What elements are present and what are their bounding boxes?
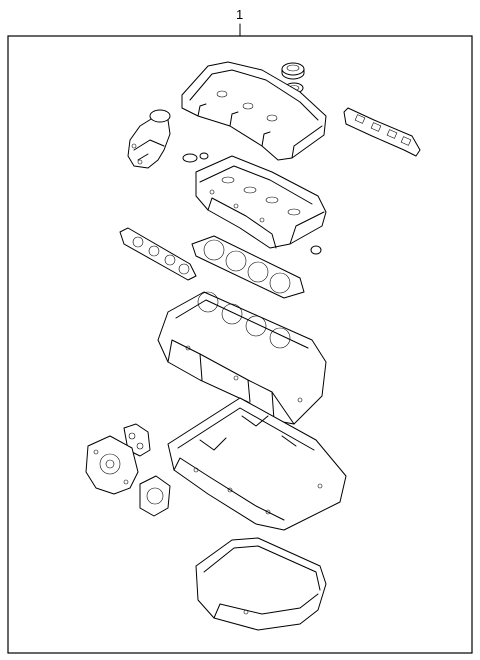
head-plug-seal (310, 245, 322, 255)
callout-number: 1 (236, 7, 243, 22)
cylinder-head-cover (181, 61, 327, 161)
oil-pump-gasket (139, 475, 171, 517)
oil-filler-cap (281, 62, 305, 80)
outlet-gasket-ring (182, 152, 209, 163)
lower-crankcase (167, 397, 347, 531)
water-pump (85, 435, 139, 495)
diagram-frame (7, 35, 473, 654)
manifold-gasket-right (343, 107, 421, 157)
water-outlet-housing (127, 109, 171, 169)
oil-pan (195, 537, 327, 631)
manifold-gasket-left (119, 227, 197, 281)
cylinder-head-gasket (191, 235, 305, 299)
cylinder-head (195, 155, 327, 249)
